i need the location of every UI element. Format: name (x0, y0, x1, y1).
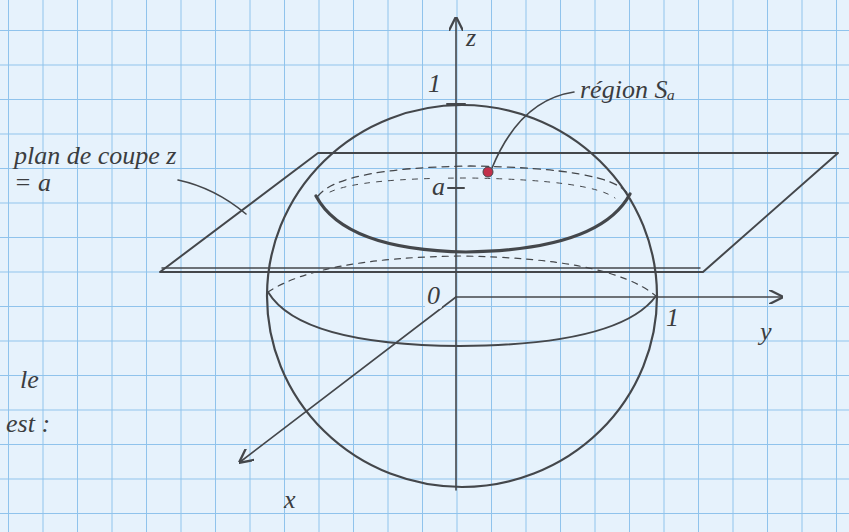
margin-note: le (20, 366, 39, 393)
tick (448, 187, 464, 189)
x-axis (240, 297, 456, 462)
leader-line (492, 92, 574, 168)
equator-front (268, 292, 656, 346)
axis-label: y (760, 318, 772, 345)
z-axis (455, 18, 457, 490)
axis-label: x (284, 486, 296, 513)
margin-note: est : (6, 410, 50, 437)
plane-edge (162, 267, 700, 269)
plane-label: plan de coupe z = a (14, 142, 184, 197)
tick-label: 1 (666, 304, 679, 331)
region-label: région Sₐ (580, 76, 675, 103)
section-back (318, 166, 628, 196)
leader-line (178, 180, 246, 214)
section-hatching (330, 178, 615, 198)
y-axis (456, 296, 782, 298)
sphere-outline (267, 105, 657, 487)
origin-label: 0 (425, 282, 442, 309)
cutting-plane (160, 153, 838, 272)
region-boundary (316, 194, 630, 252)
tick-label: 1 (428, 70, 441, 97)
region-marker (483, 167, 493, 177)
tick-label: a (430, 173, 447, 200)
tick (447, 103, 465, 105)
equator-back (268, 256, 656, 296)
axis-label: z (466, 24, 476, 51)
